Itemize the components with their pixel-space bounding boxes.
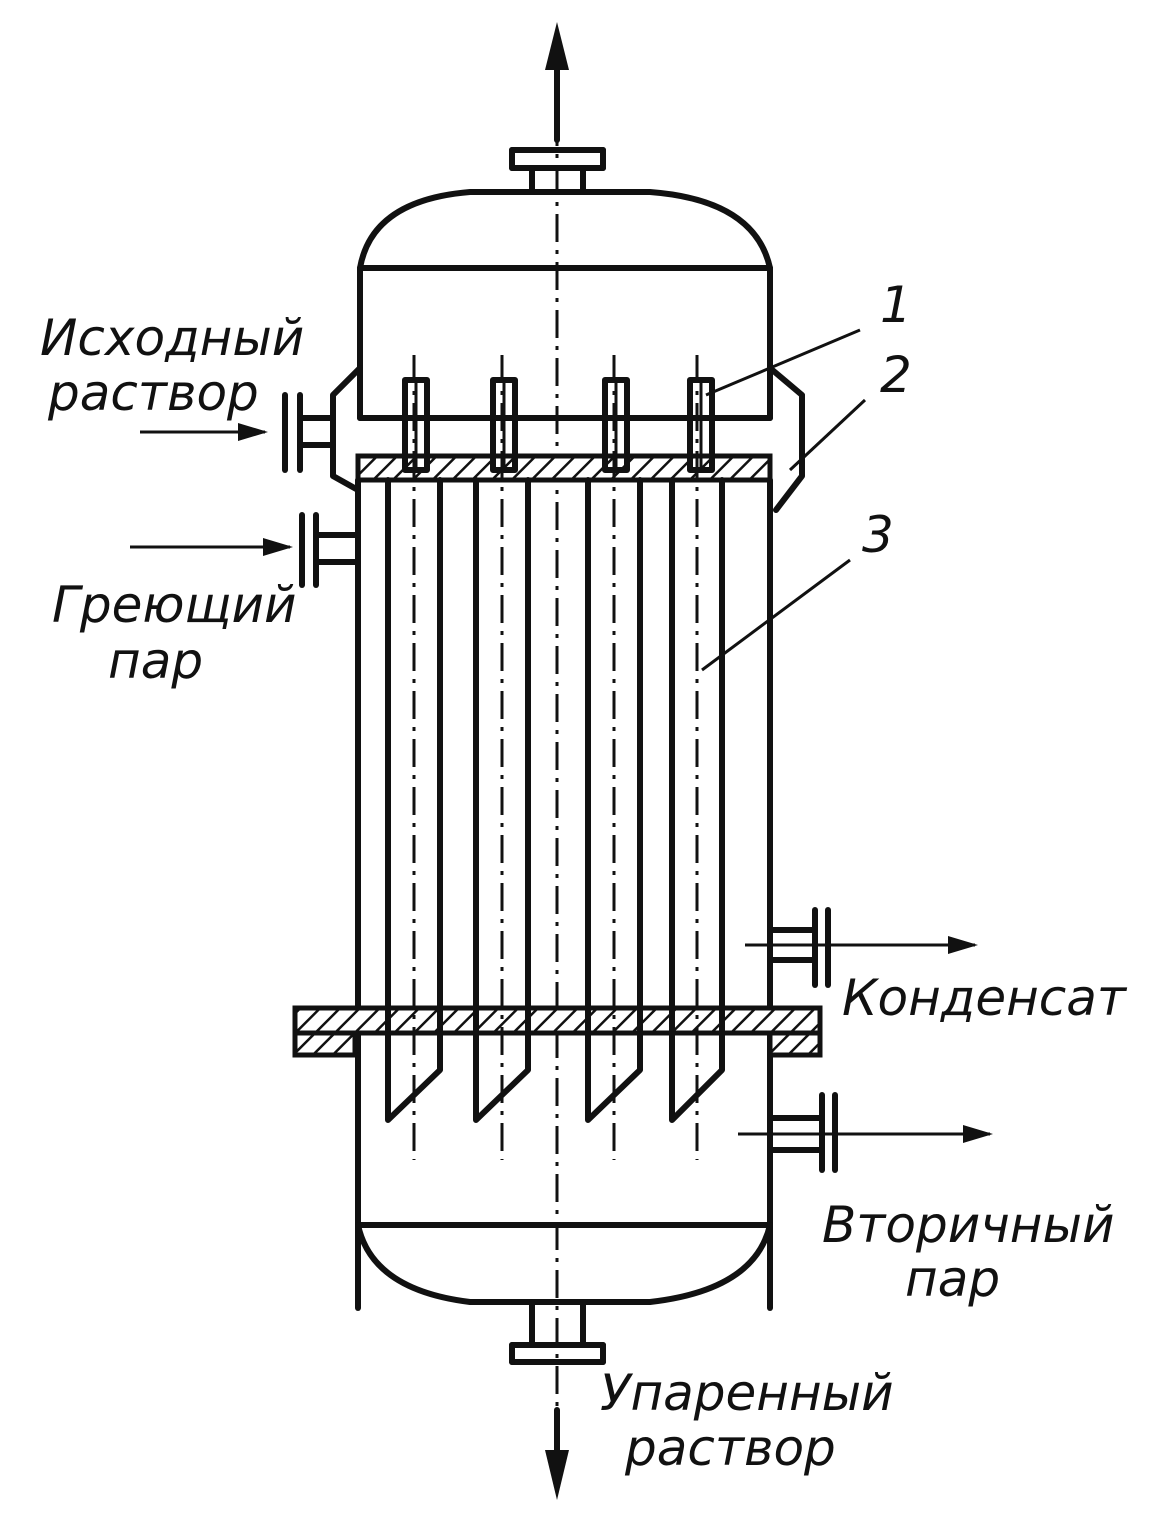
label-heating-steam-line1: Греющий [52, 576, 297, 634]
bottom-outlet-nozzle [509, 1299, 606, 1365]
callout-2: 2 [880, 346, 912, 404]
top-outlet-nozzle [509, 147, 606, 195]
condensate-outlet-nozzle [745, 907, 978, 988]
lower-tube-sheet [292, 1005, 823, 1058]
feed-inlet-nozzle [140, 392, 336, 473]
tube-3 [585, 355, 643, 1160]
label-evaporated-solution-line2: раствор [624, 1419, 836, 1477]
secondary-steam-outlet-nozzle [738, 1092, 993, 1173]
callout-leaders [701, 328, 867, 672]
label-secondary-steam-line1: Вторичный [822, 1196, 1114, 1254]
center-axis [545, 22, 569, 1500]
label-feed-solution-line1: Исходный [40, 309, 304, 367]
callout-3: 3 [862, 506, 894, 564]
heat-exchange-tubes [385, 355, 725, 1160]
label-evaporated-solution-line1: Упаренный [600, 1364, 894, 1422]
heating-steam-inlet-nozzle [130, 512, 361, 588]
label-feed-solution-line2: раствор [47, 364, 259, 422]
bottom-head [355, 1052, 773, 1305]
shell [355, 477, 773, 1311]
top-head [357, 189, 773, 421]
callout-1: 1 [880, 276, 912, 334]
distribution-chamber [330, 365, 805, 513]
tube-4 [669, 355, 725, 1160]
label-heating-steam-line2: пар [108, 632, 203, 690]
tube-1 [385, 355, 443, 1160]
label-secondary-steam-line2: пар [905, 1250, 1000, 1308]
label-condensate: Конденсат [842, 969, 1128, 1027]
tube-2 [473, 355, 531, 1160]
